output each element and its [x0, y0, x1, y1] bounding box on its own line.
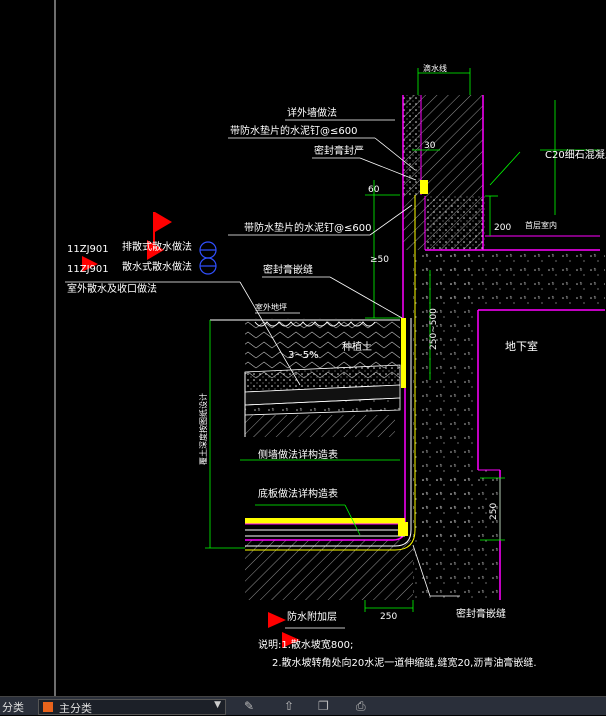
label-sealant-strip: 密封膏嵌缝 — [263, 263, 313, 276]
label-side-method: 侧墙做法详构造表 — [258, 448, 338, 461]
cad-drawing: 滴水线 详外墙做法 带防水垫片的水泥钉@≤600 密封膏封严 30 60 C20… — [54, 0, 606, 696]
print-icon[interactable]: ⎙ — [356, 699, 366, 713]
up-arrow-icon[interactable]: ⇧ — [284, 699, 295, 713]
label-backfill: 种植土 — [342, 340, 372, 353]
category-select[interactable]: 主分类 ▼ — [38, 699, 226, 715]
label-dim-200: 200 — [494, 223, 511, 233]
category-label: 分类 — [2, 701, 24, 714]
label-ref2: 11ZJ901 — [67, 264, 109, 275]
bottom-toolbar: 分类 主分类 ▼ ✎ ⇧ ❐ ⎙ — [0, 696, 606, 715]
label-dim-250-bottom: 250 — [380, 612, 397, 622]
label-indoor: 首层室内 — [525, 220, 557, 230]
label-c20: C20细石混凝土 — [545, 148, 606, 161]
label-ref1-desc: 排散式散水做法 — [122, 240, 192, 253]
label-ref2-desc: 散水式散水做法 — [122, 260, 192, 273]
label-wall-top: 滴水线 — [423, 63, 447, 73]
edit-icon[interactable]: ✎ — [244, 699, 255, 713]
label-slope: 3~5% — [288, 350, 319, 361]
category-selected-value: 主分类 — [59, 702, 92, 715]
label-exterior-wall: 详外墙做法 — [287, 106, 337, 119]
label-waterproof-add: 防水附加层 — [287, 610, 337, 623]
label-sealant: 密封膏封严 — [314, 144, 364, 157]
cad-canvas[interactable]: 滴水线 详外墙做法 带防水垫片的水泥钉@≤600 密封膏封严 30 60 C20… — [0, 0, 606, 696]
label-dim-250-500: 250~500 — [429, 308, 439, 350]
label-bottom-method: 底板做法详构造表 — [258, 487, 338, 500]
label-dim-60: 60 — [368, 185, 380, 195]
label-note1: 说明:1.散水坡宽800; — [258, 638, 353, 651]
copy-icon[interactable]: ❐ — [318, 699, 329, 713]
label-dim-250-right: 250 — [489, 503, 499, 520]
label-outdoor-ground: 室外地坪 — [255, 302, 287, 312]
label-dim-30: 30 — [424, 141, 436, 151]
label-note2: 2.散水坡转角处向20水泥一道伸缩缝,缝宽20,沥青油膏嵌缝. — [272, 656, 537, 669]
label-nail-mid: 带防水垫片的水泥钉@≤600 — [244, 221, 371, 234]
label-dim-ge50: ≥50 — [370, 255, 389, 265]
chevron-down-icon: ▼ — [214, 700, 221, 710]
label-outdoor-drain: 室外散水及收口做法 — [67, 282, 157, 295]
label-ref1: 11ZJ901 — [67, 244, 109, 255]
label-sealant-bottom: 密封膏嵌缝 — [456, 607, 506, 620]
label-vertical-note: 覆土深度按图纸设计 — [198, 393, 208, 465]
category-color-swatch — [43, 702, 53, 712]
label-basement: 地下室 — [505, 339, 538, 353]
label-nail-top: 带防水垫片的水泥钉@≤600 — [230, 124, 357, 137]
